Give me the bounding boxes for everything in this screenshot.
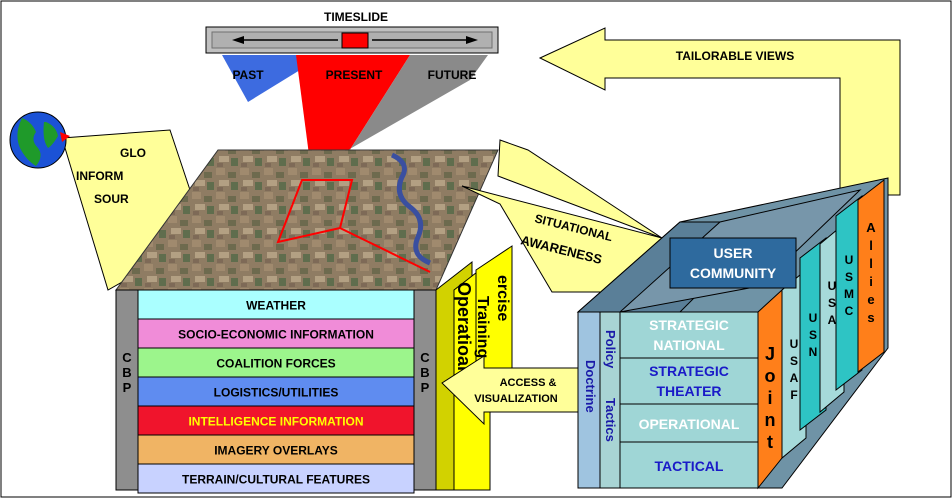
service-usaf-letter: U <box>790 337 799 351</box>
service-allies-letter: l <box>869 256 873 271</box>
layer-label-terrain-cultural-features: TERRAIN/CULTURAL FEATURES <box>182 473 370 487</box>
layer-terrain-cultural-features <box>137 463 415 494</box>
present-label: PRESENT <box>326 68 383 82</box>
access-line2: VISUALIZATION <box>474 393 558 405</box>
service-allies-letter: l <box>869 238 873 253</box>
layer-weather <box>137 289 415 320</box>
layer-label-socio-economic-information: SOCIO-ECONOMIC INFORMATION <box>178 328 374 342</box>
tactics-label: Tactics <box>603 398 618 442</box>
globe-pointer <box>60 132 70 142</box>
level-band-tactical <box>619 441 759 489</box>
terrain-focus-line <box>339 227 431 273</box>
level-label-operational: OPERATIONAL <box>639 416 740 432</box>
policy-label: Policy <box>603 330 618 369</box>
service-allies-letter: s <box>867 310 874 325</box>
layer-socio-economic-information <box>137 318 415 349</box>
global-line3: SOUR <box>94 192 129 206</box>
cbp-left-p: P <box>123 380 132 395</box>
usmc-slab <box>835 194 863 392</box>
service-usn-letter: S <box>809 328 817 342</box>
river <box>390 152 432 266</box>
timeslide-handle[interactable] <box>341 32 369 49</box>
service-allies-letter: e <box>867 292 874 307</box>
future-label: FUTURE <box>428 68 477 82</box>
information-layers: WEATHER SOCIO-ECONOMIC INFORMATION COALITI… <box>137 289 415 494</box>
service-joint-letter: o <box>765 366 776 386</box>
timeslide-left-arrowhead <box>232 36 244 44</box>
level-label-strategic-theater-2: THEATER <box>656 383 721 399</box>
level-band-strategic-theater <box>619 357 759 405</box>
doctrine-label: Doctrine <box>583 360 598 413</box>
cbp-left-c: C <box>122 350 132 365</box>
present-cone <box>296 55 410 178</box>
service-usaf-letter: A <box>790 371 799 385</box>
user-community-line1: USER <box>714 245 753 261</box>
service-usn-letter: U <box>809 311 818 325</box>
level-band-operational <box>619 403 759 443</box>
service-usn-letter: N <box>809 345 818 359</box>
access-line1: ACCESS & <box>500 377 557 389</box>
service-usmc-letter: C <box>845 304 854 318</box>
level-band-strategic-national <box>619 311 759 359</box>
tailorable-views-label: TAILORABLE VIEWS <box>676 49 794 63</box>
layer-label-logistics-utilities: LOGISTICS/UTILITIES <box>214 386 339 400</box>
allies-slab <box>857 178 885 374</box>
global-line2: INFORM <box>76 169 123 183</box>
service-allies-letter: A <box>866 220 876 235</box>
service-usmc-letter: M <box>844 287 854 301</box>
exercise-label: ercise <box>494 275 511 321</box>
layer-label-imagery-overlays: IMAGERY OVERLAYS <box>214 444 338 458</box>
level-label-strategic-theater-1: STRATEGIC <box>649 363 729 379</box>
service-usmc-letter: U <box>845 253 854 267</box>
service-joint-letter: t <box>767 432 773 452</box>
cbp-right-c: C <box>420 350 430 365</box>
user-community-box <box>669 237 797 289</box>
service-joint-letter: i <box>767 388 772 408</box>
service-usa-letter: A <box>828 313 837 327</box>
layer-intelligence-information <box>137 405 415 436</box>
cbp-right-b: B <box>420 365 429 380</box>
layer-logistics-utilities <box>137 376 415 407</box>
service-usaf-letter: F <box>790 388 797 402</box>
layer-label-weather: WEATHER <box>246 299 306 313</box>
level-label-strategic-national-1: STRATEGIC <box>649 317 729 333</box>
service-usmc-letter: S <box>845 270 853 284</box>
service-joint-letter: n <box>765 410 776 430</box>
service-usa-letter: U <box>828 279 837 293</box>
past-cone <box>222 55 300 102</box>
timeslide-right-arrowhead <box>466 36 478 44</box>
layer-label-intelligence-information: INTELLIGENCE INFORMATION <box>188 415 363 429</box>
cbp-right-p: P <box>421 380 430 395</box>
service-usaf-letter: S <box>790 354 798 368</box>
layer-label-coalition-forces: COALITION FORCES <box>216 357 335 371</box>
cbp-left-b: B <box>122 365 131 380</box>
service-usa-letter: S <box>828 296 836 310</box>
layer-imagery-overlays <box>137 434 415 465</box>
timeslide-title: TIMESLIDE <box>324 10 388 24</box>
past-label: PAST <box>232 68 264 82</box>
user-community-line2: COMMUNITY <box>690 265 777 281</box>
level-label-tactical: TACTICAL <box>655 458 724 474</box>
service-allies-letter: i <box>869 274 873 289</box>
operational-label: Operatioal <box>454 282 474 371</box>
training-label: Training <box>474 296 491 358</box>
service-joint-letter: J <box>765 344 775 364</box>
layer-coalition-forces <box>137 347 415 378</box>
level-label-strategic-national-2: NATIONAL <box>653 337 725 353</box>
globe-icon <box>9 111 67 169</box>
global-line1: GLO <box>120 146 146 160</box>
future-cone <box>332 55 488 178</box>
command-levels: STRATEGIC NATIONAL STRATEGIC THEATER OPERATI… <box>619 311 759 489</box>
